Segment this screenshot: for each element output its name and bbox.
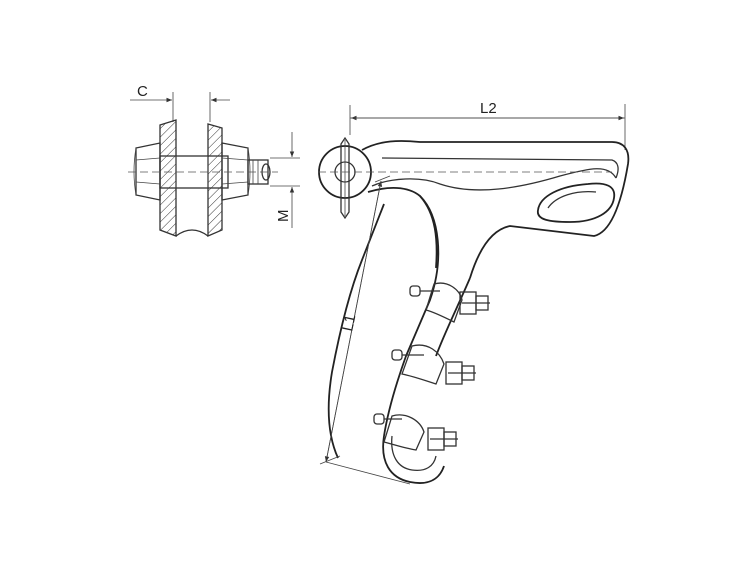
dimension-l1: L1: [319, 175, 411, 485]
clamp-channel: [382, 435, 445, 484]
keeper-3: [383, 414, 425, 451]
hex-nut-left: [133, 142, 161, 201]
plate-right: [207, 123, 223, 237]
clamp-body-top: [361, 140, 630, 279]
body-slot: [537, 182, 616, 223]
dimension-l2: L2: [349, 100, 626, 150]
dimension-c: C: [130, 83, 230, 122]
keeper-1: [425, 282, 463, 323]
dimension-m: M: [270, 132, 300, 228]
keeper-2: [401, 344, 445, 385]
label-c: C: [137, 83, 148, 100]
plate-left: [159, 119, 177, 237]
hex-nut-right: [221, 142, 251, 201]
clamp-arm-outer: [327, 203, 385, 459]
label-m: M: [275, 210, 292, 223]
bolt-section-view: C: [128, 83, 300, 237]
u-bolt-2: [391, 349, 476, 385]
label-l1: L1: [339, 313, 359, 333]
strain-clamp-view: L2: [318, 100, 630, 485]
u-bolt-3: [373, 413, 458, 451]
label-l2: L2: [480, 100, 497, 117]
u-bolt-1: [409, 285, 490, 315]
